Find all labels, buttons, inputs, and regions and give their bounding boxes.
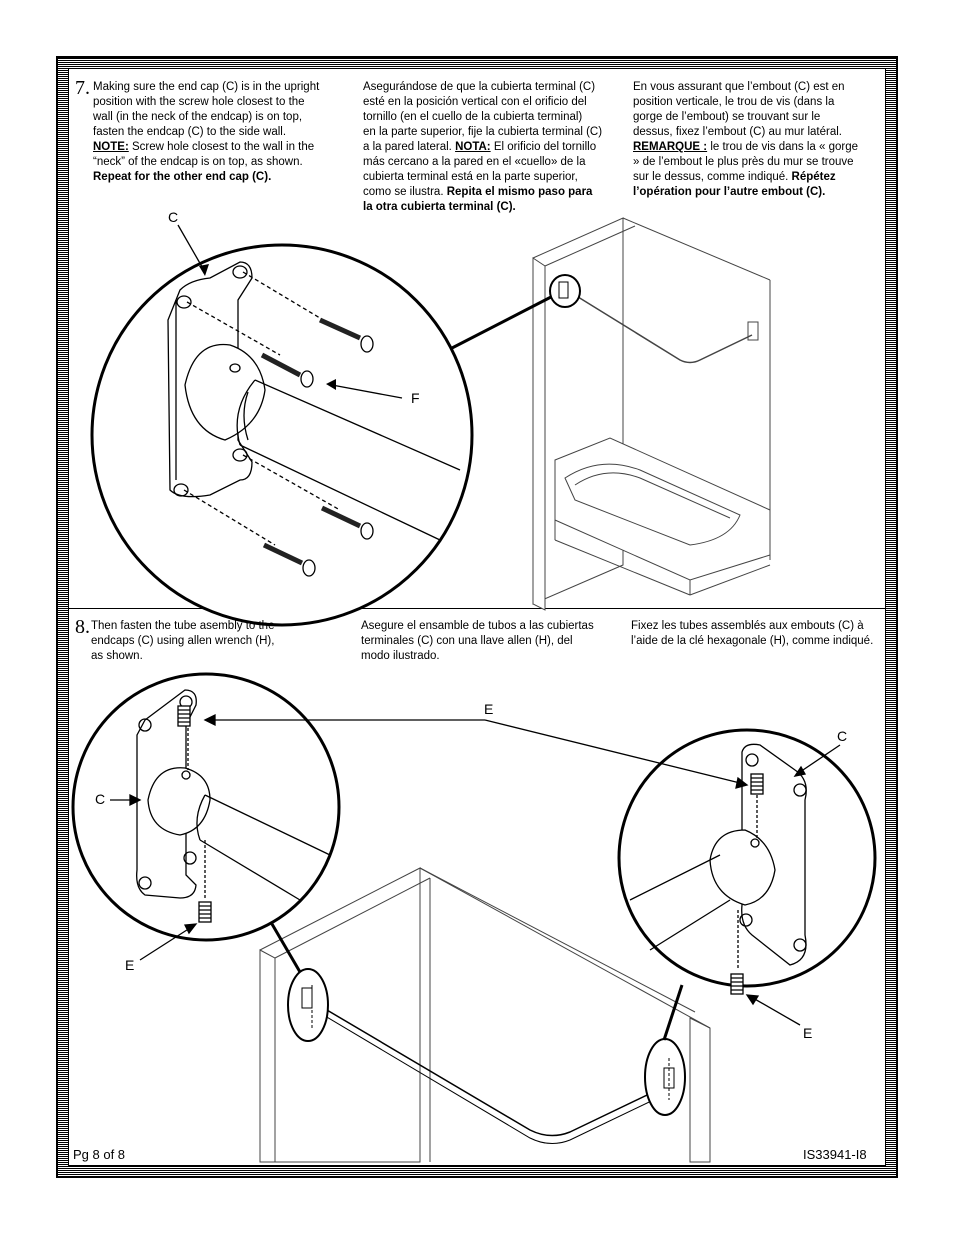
enclosure-walls-drawing [259,867,711,1163]
note-label: REMARQUE : [633,141,708,153]
step7-number: 7. [75,77,90,99]
step7-spanish-text: Asegurándose de que la cubierta terminal… [363,80,625,215]
text-line: wall (in the neck of the endcap) is on t… [93,111,303,123]
text-line: as shown. [91,650,143,662]
left-endcap-drawing [136,689,331,923]
text-line: en la parte superior, fije la cubierta t… [363,126,603,138]
right-endcap-drawing [629,743,807,995]
screw-drawings [183,271,374,577]
text-line: position verticale, le trou de vis (dans… [633,96,835,108]
text-line: fasten the endcap (C) to the side wall. [93,126,287,138]
repeat-instruction: Repeat for the other end cap (C). [93,171,272,183]
page-number: Pg 8 of 8 [73,1147,126,1162]
text-line: Asegurándose de que la cubierta terminal… [363,81,596,93]
text-line: terminales (C) con una llave allen (H), … [361,635,573,647]
zoom-callout-left-small [287,968,329,1042]
rod-drawing [309,999,669,1137]
label-e-left: E [125,957,135,973]
repeat-instruction: Repita el mismo paso para [446,186,593,198]
step8-spanish-text: Asegure el ensamble de tubos a las cubie… [361,619,623,664]
bath-enclosure-drawing [532,217,771,611]
step-divider [68,608,886,609]
label-f-screw: F [411,390,420,406]
endcap-drawing [167,261,461,541]
text-line: » de l’embout le plus près du mur se tro… [633,156,854,168]
step7-french-text: En vous assurant que l’embout (C) est en… [633,80,883,200]
text-line: El orificio del tornillo [490,141,597,153]
text-line: dessus, fixez l’embout (C) au mur latéra… [633,126,842,138]
text-line: más cercano a la pared en el «cuello» de… [363,156,586,168]
repeat-instruction: l’opération pour l’autre embout (C). [633,186,826,198]
step8-english-text: Then fasten the tube asembly to the endc… [91,619,356,664]
text-line: modo ilustrado. [361,650,440,662]
label-c-left: C [95,791,106,807]
text-line: le trou de vis dans la « gorge [707,141,858,153]
text-line: Screw hole closest to the wall in the [128,141,315,153]
text-line: Making sure the end cap (C) is in the up… [93,81,320,93]
step7-english-text: Making sure the end cap (C) is in the up… [93,80,358,185]
text-line: sur le dessus, comme indiqué. [633,171,792,183]
label-e-top: E [484,701,494,717]
zoom-connector [451,295,552,350]
text-line: endcaps (C) using allen wrench (H), [91,635,275,647]
label-c-right: C [837,728,848,744]
label-e-right: E [803,1025,813,1041]
text-line: Then fasten the tube asembly to the [91,620,275,632]
label-c-endcap: C [168,209,179,225]
text-line: “neck” of the endcap is on top, as shown… [93,156,303,168]
note-label: NOTA: [455,141,491,153]
text-line: l’aide de la clé hexagonale (H), comme i… [631,635,874,647]
page-border [56,56,898,1178]
step8-french-text: Fixez les tubes assemblés aux embouts (C… [631,619,885,649]
text-line: como se ilustra. [363,186,447,198]
note-label: NOTE: [93,141,129,153]
text-line: esté en la posición vertical con el orif… [363,96,587,108]
leader-lines [110,713,841,1026]
text-line: a la pared lateral. [363,141,456,153]
text-line: gorge de l’embout) se trouvant sur le [633,111,821,123]
zoom-callout-right-small [644,1038,686,1116]
text-line: cubierta terminal está en la parte super… [363,171,578,183]
repeat-instruction: la otra cubierta terminal (C). [363,201,516,213]
text-line: tornillo (en el cuello de la cubierta te… [363,111,583,123]
repeat-instruction: Répétez [791,171,836,183]
text-line: Asegure el ensamble de tubos a las cubie… [361,620,594,632]
step8-number: 8. [75,616,90,638]
document-code: IS33941-I8 [803,1147,867,1162]
text-line: En vous assurant que l’embout (C) est en [633,81,845,93]
text-line: position with the screw hole closest to … [93,96,305,108]
zoom-callout-small [549,274,581,308]
text-line: Fixez les tubes assemblés aux embouts (C… [631,620,864,632]
